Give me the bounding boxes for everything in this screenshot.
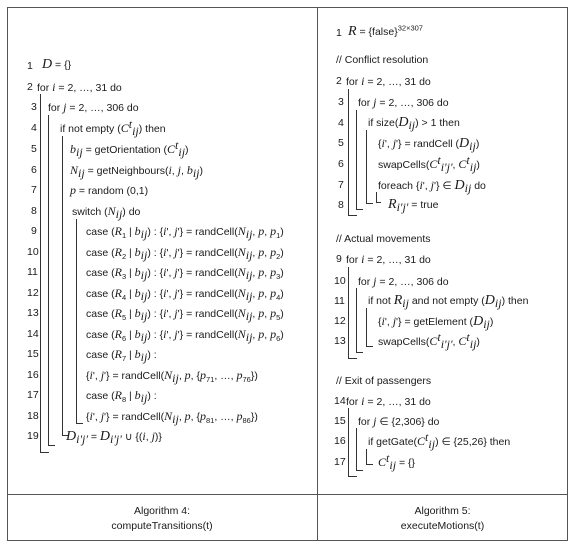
code-line: swapCells(Cti'j', Ctij) xyxy=(378,152,480,175)
code-line: p = random (0,1) xyxy=(70,183,149,197)
line-number: 1 xyxy=(336,27,342,39)
code-line: R = {false}32×307 xyxy=(348,23,423,39)
line-number: 14 xyxy=(27,328,39,340)
caption-function: computeTransitions(t) xyxy=(111,520,213,532)
line-number: 19 xyxy=(27,430,39,442)
line-number: 13 xyxy=(27,307,39,319)
line-number: 15 xyxy=(27,348,39,360)
code-line: for i = 2, …, 31 do xyxy=(346,74,431,88)
caption-function: executeMotions(t) xyxy=(400,520,485,532)
line-number: 7 xyxy=(338,179,344,191)
block-bar-conflict-for-j xyxy=(356,110,363,210)
line-number: 11 xyxy=(27,266,38,278)
code-line: {i', j'} = randCell(Nij, p, {p81, …, p86… xyxy=(86,409,258,427)
line-number: 6 xyxy=(338,158,344,170)
line-number: 2 xyxy=(336,75,342,87)
line-number: 17 xyxy=(334,456,346,468)
line-number: 9 xyxy=(31,225,37,237)
block-bar-for-i xyxy=(40,94,49,453)
column-divider xyxy=(317,7,318,541)
line-number: 4 xyxy=(338,117,344,129)
code-line: for i = 2, …, 31 do xyxy=(346,394,431,408)
code-line: if not empty (Ctij) then xyxy=(60,116,166,139)
block-bar-exit-if xyxy=(366,449,373,465)
caption-divider xyxy=(7,494,568,495)
caption-title: Algorithm 5: xyxy=(414,505,471,517)
block-bar-conflict-for-i xyxy=(348,89,357,216)
line-number: 5 xyxy=(338,137,344,149)
block-bar-for-j xyxy=(48,115,55,446)
line-number: 6 xyxy=(31,164,37,176)
code-line: for i = 2, …, 31 do xyxy=(37,80,122,94)
line-number: 18 xyxy=(27,410,39,422)
block-bar-foreach xyxy=(376,192,381,203)
line-number: 2 xyxy=(27,81,33,93)
block-bar-moves-for-i xyxy=(348,267,357,359)
line-number: 16 xyxy=(27,369,39,381)
block-bar-exit-for-i xyxy=(348,408,357,477)
code-line: for j ∈ {2,306} do xyxy=(358,414,440,428)
algorithm-4-caption: Algorithm 4: computeTransitions(t) xyxy=(7,504,317,534)
comment-line: // Exit of passengers xyxy=(336,375,432,387)
block-bar-moves-for-j xyxy=(356,288,363,353)
code-line: case (R2 | bij) : {i', j'} = randCell(Ni… xyxy=(86,245,284,263)
code-line: bij = getOrientation (Ctij) xyxy=(70,137,189,160)
code-line: {i', j'} = getElement (Dij) xyxy=(378,314,494,332)
code-line: Ctij = {} xyxy=(378,450,416,473)
line-number: 12 xyxy=(334,315,346,327)
code-line: case (R7 | bij) : xyxy=(86,347,157,365)
code-line: for j = 2, …, 306 do xyxy=(358,95,449,109)
line-number: 15 xyxy=(334,415,346,427)
line-number: 8 xyxy=(338,199,344,211)
line-number: 3 xyxy=(338,96,344,108)
line-number: 17 xyxy=(27,389,39,401)
line-number: 7 xyxy=(31,184,37,196)
line-number: 16 xyxy=(334,435,346,447)
code-line: case (R5 | bij) : {i', j'} = randCell(Ni… xyxy=(86,306,284,324)
line-number: 13 xyxy=(334,335,346,347)
code-line: for i = 2, …, 31 do xyxy=(346,252,431,266)
line-number: 1 xyxy=(27,60,33,72)
code-line: {i', j'} = randCell(Nij, p, {p71, …, p76… xyxy=(86,368,258,386)
block-bar-if xyxy=(62,136,69,436)
code-line: foreach {i', j'} ∈ Dij do xyxy=(378,178,486,196)
block-bar-conflict-if xyxy=(366,130,373,204)
block-bar-moves-if xyxy=(366,308,373,347)
algorithm-5-caption: Algorithm 5: executeMotions(t) xyxy=(317,504,568,534)
line-number: 11 xyxy=(334,295,345,307)
comment-line: // Actual movements xyxy=(336,233,431,245)
code-line: Nij = getNeighbours(i, j, bij) xyxy=(70,163,203,181)
code-line: Di'j' = Di'j' ∪ {(i, j)} xyxy=(66,429,162,447)
code-line: {i', j'} = randCell (Dij) xyxy=(378,136,480,154)
code-line: if size(Dij) > 1 then xyxy=(368,115,460,133)
block-bar-switch xyxy=(76,219,83,424)
line-number: 4 xyxy=(31,122,37,134)
line-number: 3 xyxy=(31,101,37,113)
code-line: for j = 2, …, 306 do xyxy=(358,274,449,288)
code-line: if not Rij and not empty (Dij) then xyxy=(368,293,529,311)
line-number: 10 xyxy=(27,246,39,258)
line-number: 9 xyxy=(336,253,342,265)
block-bar-exit-for-j xyxy=(356,428,363,471)
code-line: switch (Nij) do xyxy=(72,204,141,222)
line-number: 8 xyxy=(31,205,37,217)
code-line: case (R4 | bij) : {i', j'} = randCell(Ni… xyxy=(86,286,284,304)
caption-title: Algorithm 4: xyxy=(133,505,191,517)
code-line: case (R1 | bij) : {i', j'} = randCell(Ni… xyxy=(86,224,284,242)
line-number: 12 xyxy=(27,287,39,299)
line-number: 10 xyxy=(334,275,346,287)
line-number: 5 xyxy=(31,143,37,155)
code-line: case (R6 | bij) : {i', j'} = randCell(Ni… xyxy=(86,327,284,345)
code-line: Ri'j' = true xyxy=(388,197,439,215)
comment-line: // Conflict resolution xyxy=(336,54,429,66)
algorithms-figure xyxy=(7,7,568,541)
code-line: swapCells(Cti'j', Ctij) xyxy=(378,329,480,352)
code-line: D = {} xyxy=(42,57,72,72)
code-line: if getGate(Ctij) ∈ {25,26} then xyxy=(368,429,511,452)
code-line: for j = 2, …, 306 do xyxy=(48,100,139,114)
code-line: case (R8 | bij) : xyxy=(86,388,157,406)
code-line: case (R3 | bij) : {i', j'} = randCell(Ni… xyxy=(86,265,284,283)
line-number: 14 xyxy=(334,395,346,407)
